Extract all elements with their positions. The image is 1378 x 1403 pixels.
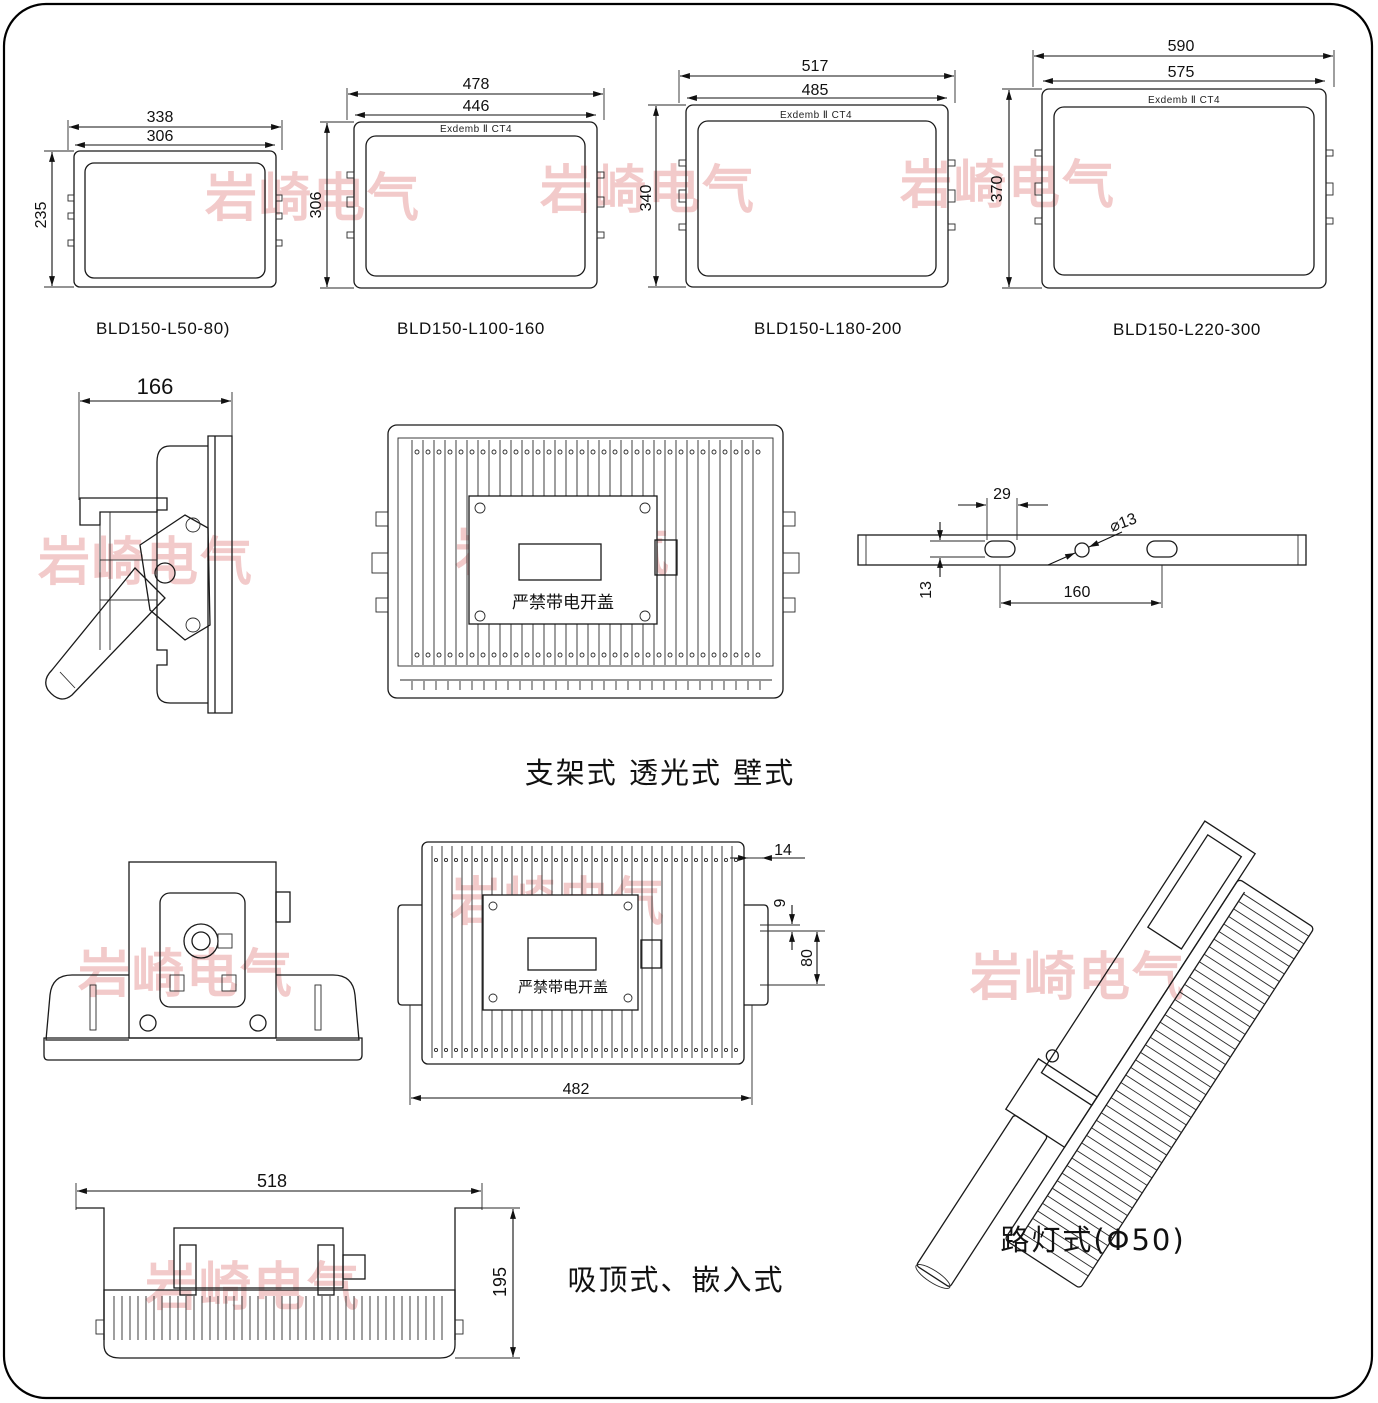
model-label-1: BLD150-L50-80) xyxy=(96,319,230,338)
ceiling-width-dim: 482 xyxy=(563,1081,590,1098)
ceiling-warning-text: 严禁带电开盖 xyxy=(518,978,608,996)
width-outer-1: 338 xyxy=(147,109,174,126)
ceiling-back-view: 严禁带电开盖 14 9 80 482 xyxy=(397,841,825,1105)
offset-dim: 13 xyxy=(918,581,935,599)
marking-4: Exdemb Ⅱ CT4 xyxy=(1148,95,1220,106)
caption-mid: 支架式 透光式 壁式 xyxy=(525,756,795,790)
height-3: 340 xyxy=(638,185,655,212)
width-inner-2: 446 xyxy=(463,98,490,115)
width-outer-3: 517 xyxy=(802,58,829,75)
side-height-dim: 195 xyxy=(490,1267,510,1297)
width-outer-2: 478 xyxy=(463,76,490,93)
pitch-dim: 80 xyxy=(799,949,816,967)
watermark-3: 岩崎电气 xyxy=(900,156,1116,216)
width-outer-4: 590 xyxy=(1168,38,1195,55)
height-4: 370 xyxy=(989,176,1006,203)
street-fins xyxy=(1022,893,1310,1277)
back-warning-text: 严禁带电开盖 xyxy=(512,593,614,613)
width-inner-1: 306 xyxy=(147,128,174,145)
width-inner-3: 485 xyxy=(802,82,829,99)
back-view: 严禁带电开盖 xyxy=(371,424,800,699)
edge-dim: 14 xyxy=(774,842,792,859)
caption-street: 路灯式(Φ50) xyxy=(1000,1223,1185,1257)
height-2: 306 xyxy=(308,192,325,219)
model-label-2: BLD150-L100-160 xyxy=(397,319,545,338)
front-view-1: 338 306 235 BLD150-L50-80) xyxy=(33,109,283,338)
slot-width-dim: 29 xyxy=(993,486,1011,503)
bracket-plate: 29 ⌀13 13 160 xyxy=(857,486,1307,608)
ceiling-front-view xyxy=(43,861,363,1061)
watermark-2: 岩崎电气 xyxy=(540,161,756,221)
front-view-3: Exdemb Ⅱ CT4 517 485 340 BLD150-L180-200 xyxy=(638,58,956,338)
heat-sink-fins xyxy=(411,440,761,690)
front-view-2: Exdemb Ⅱ CT4 478 446 306 BLD150-L100-160 xyxy=(308,76,605,338)
street-lamp-view xyxy=(915,820,1314,1289)
marking-3: Exdemb Ⅱ CT4 xyxy=(780,110,852,121)
watermark-8: 岩崎电气 xyxy=(970,948,1186,1008)
side-width-dim: 518 xyxy=(257,1171,287,1191)
watermark-4: 岩崎电气 xyxy=(38,533,254,593)
spacing-dim: 160 xyxy=(1064,584,1091,601)
side-view-bracket: 166 xyxy=(45,374,233,714)
marking-2: Exdemb Ⅱ CT4 xyxy=(440,124,512,135)
width-inner-4: 575 xyxy=(1168,64,1195,81)
hole-dim: ⌀13 xyxy=(1108,510,1140,535)
ceiling-side-view: 518 195 xyxy=(75,1171,520,1359)
slot-dim: 9 xyxy=(772,898,789,907)
watermark-1: 岩崎电气 xyxy=(205,169,421,229)
height-1: 235 xyxy=(33,202,50,229)
front-view-4: Exdemb Ⅱ CT4 590 575 370 BLD150-L220-300 xyxy=(989,38,1335,339)
model-label-4: BLD150-L220-300 xyxy=(1113,320,1261,339)
caption-ceiling: 吸顶式、嵌入式 xyxy=(567,1263,784,1297)
model-label-3: BLD150-L180-200 xyxy=(754,319,902,338)
depth-dim: 166 xyxy=(137,374,174,399)
side-fins xyxy=(113,1296,443,1340)
